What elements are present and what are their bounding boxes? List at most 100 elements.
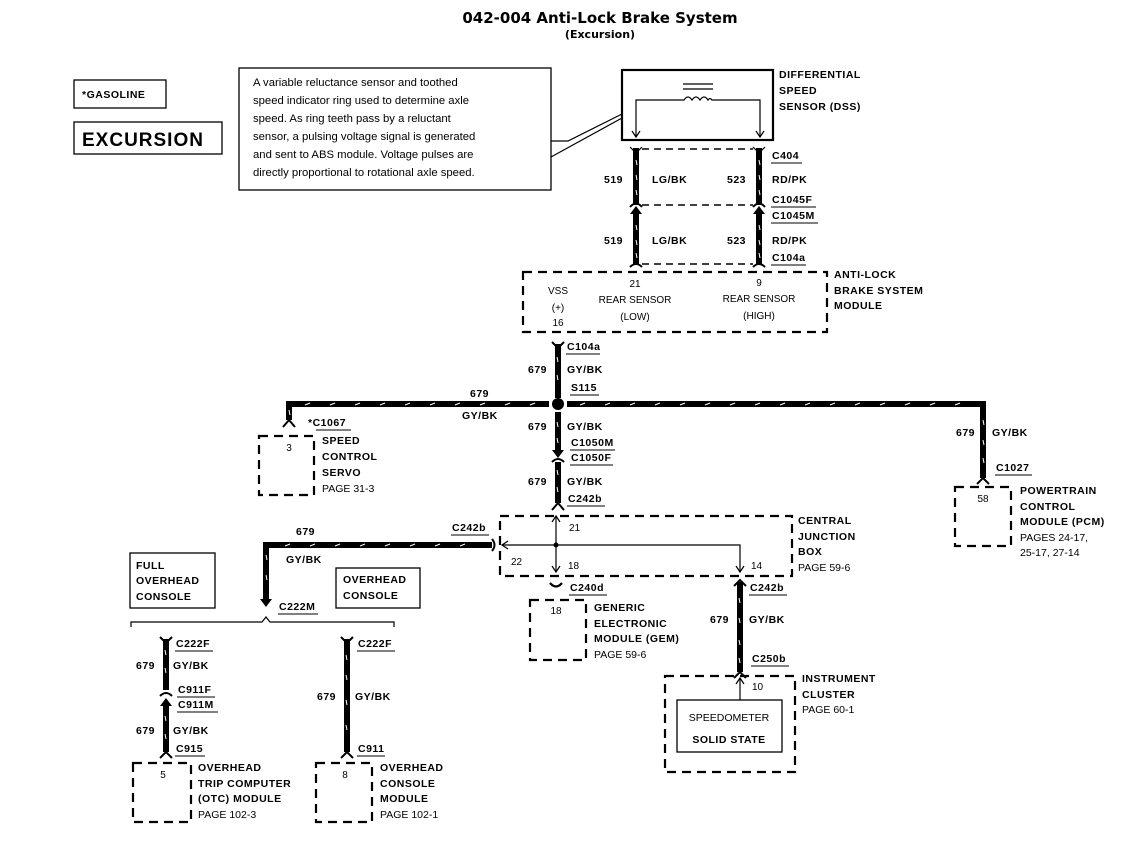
abs-label: MODULE	[834, 300, 883, 312]
cjb-label: BOX	[798, 546, 822, 558]
connector-c104a[interactable]: C104a	[772, 252, 805, 264]
connector-c1045f[interactable]: C1045F	[772, 194, 812, 206]
otc-label: OVERHEAD	[198, 762, 262, 774]
option-label: FULL	[136, 560, 165, 572]
page-reference[interactable]: PAGE 59-6	[594, 649, 646, 661]
connector-c222f[interactable]: C222F	[358, 638, 392, 650]
wire-519-upper[interactable]	[633, 148, 639, 205]
overhead-console-module[interactable]: 8 OVERHEAD CONSOLE MODULE PAGE 102-1	[314, 761, 444, 824]
instrument-cluster[interactable]: 10 SPEEDOMETER SOLID STATE INSTRUMENT CL…	[663, 673, 876, 774]
option-label: OVERHEAD	[136, 575, 200, 587]
page-reference[interactable]: PAGES 24-17,	[1020, 532, 1088, 544]
wire-679-bus[interactable]	[286, 398, 986, 478]
connector-c222f[interactable]: C222F	[176, 638, 210, 650]
gem-label: GENERIC	[594, 602, 645, 614]
wire-679-otc-lower[interactable]	[159, 698, 173, 759]
excursion-legend: EXCURSION	[73, 121, 223, 155]
gasoline-label: *GASOLINE	[82, 89, 145, 101]
pcm-label: CONTROL	[1020, 501, 1075, 513]
page-reference[interactable]: 25-17, 27-14	[1020, 547, 1080, 559]
wire-679-cjb-to-overhead[interactable]	[260, 538, 496, 607]
page-reference[interactable]: PAGE 59-6	[798, 562, 850, 574]
connector-c911[interactable]: C911	[358, 743, 385, 755]
connector-c404[interactable]: C404	[772, 150, 799, 162]
circuit-number: 519	[604, 174, 623, 186]
wire-679-abs-to-s115[interactable]	[551, 341, 565, 398]
connector-c1067[interactable]: *C1067	[308, 417, 346, 429]
wire-color: LG/BK	[652, 174, 687, 186]
connector-c911m[interactable]: C911M	[178, 699, 214, 711]
ocm-label: CONSOLE	[380, 778, 435, 790]
circuit-number: 679	[296, 526, 315, 538]
connector-c222m[interactable]: C222M	[279, 601, 315, 613]
wire-color: GY/BK	[567, 476, 603, 488]
connector-c915[interactable]: C915	[176, 743, 203, 755]
pin-name: REAR SENSOR	[723, 294, 796, 305]
circuit-number: 523	[727, 235, 746, 247]
abs-label: ANTI-LOCK	[834, 269, 896, 281]
wire-523-lower[interactable]	[753, 206, 765, 264]
pin-sub: (LOW)	[620, 312, 649, 323]
pin-number: 16	[552, 318, 564, 329]
page-subtitle: (Excursion)	[565, 28, 635, 41]
page-reference[interactable]: PAGE 102-1	[380, 809, 438, 821]
abs-label: BRAKE SYSTEM	[834, 285, 923, 297]
pin-number: 10	[752, 682, 764, 693]
page-reference[interactable]: PAGE 31-3	[322, 483, 374, 495]
circuit-number: 679	[956, 427, 975, 439]
wire-679-otc-upper[interactable]	[159, 636, 173, 697]
splice-s115[interactable]: S115	[571, 382, 597, 394]
option-label: OVERHEAD	[343, 574, 407, 586]
connector-c1050f[interactable]: C1050F	[571, 452, 611, 464]
wire-523-upper[interactable]	[756, 148, 762, 205]
wire-color: GY/BK	[173, 725, 209, 737]
otc-label: TRIP COMPUTER	[198, 778, 291, 790]
wire-color: GY/BK	[462, 410, 498, 422]
connector-c242b[interactable]: C242b	[452, 522, 486, 534]
connector-c1027[interactable]: C1027	[996, 462, 1029, 474]
pin-number: 9	[756, 278, 762, 289]
circuit-number: 679	[528, 364, 547, 376]
ocm-label: MODULE	[380, 793, 429, 805]
pin-sub: (HIGH)	[743, 311, 775, 322]
wire-679-s115-to-cjb[interactable]	[551, 412, 565, 511]
wire-679-cjb-to-cluster[interactable]	[733, 578, 747, 679]
page-reference[interactable]: PAGE 60-1	[802, 704, 854, 716]
circuit-number: 679	[528, 476, 547, 488]
overhead-console-option: OVERHEAD CONSOLE	[335, 567, 421, 609]
connector-c911f[interactable]: C911F	[178, 684, 212, 696]
overhead-trip-computer-module[interactable]: 5 OVERHEAD TRIP COMPUTER (OTC) MODULE PA…	[131, 761, 291, 824]
connector-c250b[interactable]: C250b	[752, 653, 786, 665]
wire-color: GY/BK	[567, 421, 603, 433]
connector-c242b[interactable]: C242b	[750, 582, 784, 594]
option-label: CONSOLE	[343, 590, 398, 602]
connector-c1045m[interactable]: C1045M	[772, 210, 815, 222]
connector-c242b[interactable]: C242b	[568, 493, 602, 505]
dss-label: SPEED	[779, 85, 817, 97]
central-junction-box[interactable]: 21 22 18 14 CENTRAL JUNCTION BOX PAGE 59…	[498, 514, 856, 578]
pin-number: 5	[160, 770, 166, 781]
speed-control-servo[interactable]: 3 SPEED CONTROL SERVO PAGE 31-3	[257, 434, 377, 497]
wire-color: GY/BK	[173, 660, 209, 672]
circuit-number: 679	[470, 388, 489, 400]
powertrain-control-module[interactable]: 58 POWERTRAIN CONTROL MODULE (PCM) PAGES…	[953, 485, 1105, 559]
abs-module[interactable]: VSS (+) 16 21 REAR SENSOR (LOW) 9 REAR S…	[521, 269, 923, 334]
connector-c104a[interactable]: C104a	[567, 341, 600, 353]
wire-519-lower[interactable]	[630, 206, 642, 264]
note-line: A variable reluctance sensor and toothed	[253, 77, 458, 89]
page-reference[interactable]: PAGE 102-3	[198, 809, 256, 821]
circuit-number: 679	[528, 421, 547, 433]
wire-color: GY/BK	[992, 427, 1028, 439]
differential-speed-sensor[interactable]: DIFFERENTIAL SPEED SENSOR (DSS)	[620, 68, 861, 142]
connector-c240d[interactable]: C240d	[570, 582, 604, 594]
wire-679-ocm[interactable]	[340, 636, 354, 759]
note-line: speed indicator ring used to determine a…	[253, 95, 469, 107]
generic-electronic-module[interactable]: 18 GENERIC ELECTRONIC MODULE (GEM) PAGE …	[528, 598, 679, 662]
page-title: 042-004 Anti-Lock Brake System	[462, 9, 737, 27]
pin-number: 14	[751, 561, 763, 572]
speedometer-label: SPEEDOMETER	[689, 712, 770, 724]
note-line: directly proportional to rotational axle…	[253, 167, 475, 179]
cluster-label: INSTRUMENT	[802, 673, 876, 685]
connector-c1050m[interactable]: C1050M	[571, 437, 614, 449]
